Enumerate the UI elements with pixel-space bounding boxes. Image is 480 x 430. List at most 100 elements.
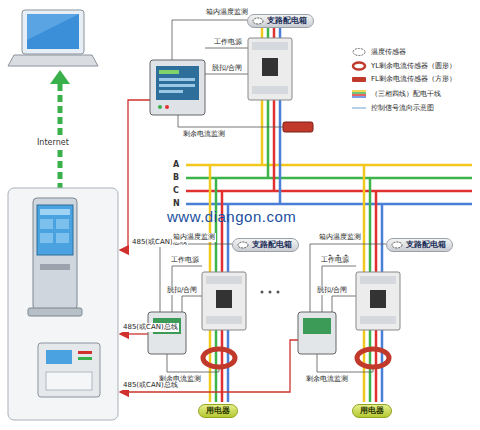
signal-label: 剩余电流监测 [305,375,349,384]
circuit-breaker [248,38,292,100]
distribution-box-label: 支路配电箱 [247,14,314,28]
bus-485-lines [120,100,150,250]
control-lines [172,20,247,60]
host-region [8,188,118,420]
legend-samples [352,92,366,94]
legend-samples [353,63,365,70]
legend-text: YL剩余电流传感器（圆形） [371,62,456,71]
signal-label: 剩余电流监测 [182,130,226,139]
wall-control-panel [78,351,92,354]
kiosk-terminal [37,205,73,255]
wall-control-panel [38,343,100,397]
kiosk-terminal [40,264,70,270]
wall-control-panel [46,372,92,390]
internet-arrow [58,82,63,190]
control-lines [205,48,248,49]
internet-arrow [50,70,70,190]
fl-sensor [283,122,313,132]
phase-label: A [172,160,180,169]
kiosk-terminal [28,308,82,316]
bus-lines [186,165,472,204]
wall-control-panel [46,350,72,364]
signal-label: 脱扣/合闸 [166,286,198,295]
phase-label: C [172,186,180,195]
small-detector [148,312,336,354]
circuit-breaker [206,316,242,324]
fire-monitor-detector [156,66,199,100]
ellipsis-dots [261,291,264,294]
yl-sensor [203,349,389,367]
ellipsis-dots [277,291,280,294]
small-detector [148,312,186,354]
circuit-breaker [262,58,278,76]
fire-monitor-detector [150,60,205,115]
laptop-icon [8,55,98,66]
bus-label: 485(或CAN)总线 [122,381,179,390]
bus-485-lines [120,340,298,392]
yl-sensor [357,349,389,367]
legend-text: （三相四线）配电干线 [371,90,441,99]
circuit-breaker [360,316,396,324]
laptop-icon [22,10,84,54]
bus-485-lines [120,100,298,392]
control-lines [178,115,283,127]
fire-monitor-detector [159,78,195,81]
legend-samples [352,96,366,98]
control-lines [317,354,373,372]
circuit-breaker [370,290,386,308]
fire-monitor-detector [159,90,183,93]
fire-monitor-detector [150,60,205,115]
control-lines [167,354,219,372]
ellipsis-dots [269,291,272,294]
distribution-box-label: 支路配电箱 [386,238,453,252]
laptop-icon [8,10,98,66]
temperature-sensor-icon [253,18,263,24]
phase-label: B [172,173,180,182]
fire-monitor-detector [159,70,179,74]
bus-lines [186,177,472,180]
circuit-breaker [356,272,400,330]
signal-label: 箱内温度监测 [205,8,249,17]
box-text: 用电器 [360,406,384,415]
load-label: 用电器 [198,404,238,418]
kiosk-terminal [40,233,53,243]
legend-samples [352,90,366,92]
signal-label: 箱内温度监测 [318,233,362,242]
load-label: 用电器 [352,404,392,418]
wall-control-panel [78,357,92,360]
small-detector [298,312,336,354]
circuit-breaker [252,42,288,50]
kiosk-terminal [56,233,69,243]
circuit-breaker [252,86,288,94]
legend-samples [352,49,366,109]
laptop-icon [27,14,79,49]
legend-samples [353,49,365,56]
small-detector [303,318,331,334]
laptop-icon [27,14,79,40]
legend-samples [352,108,366,109]
kiosk-terminal [40,219,53,229]
signal-label: 脱扣/合闸 [211,64,243,73]
kiosk-terminal [56,219,69,229]
signal-label: 箱内温度监测 [172,233,216,242]
bus-lines [186,190,472,193]
fire-monitor-detector [159,84,195,87]
wall-control-panel [38,343,100,397]
phase-label: N [172,199,181,208]
fire-monitor-detector [158,105,162,109]
signal-label: 工作电源 [170,256,200,265]
box-text: 支路配电箱 [267,16,307,26]
legend-text: 控制信号流向示意图 [371,104,434,113]
control-lines [205,74,248,75]
bus-lines [186,164,472,167]
host-region [8,188,118,420]
kiosk-terminal [33,198,77,310]
temperature-sensor-icon [238,242,248,248]
circuit-breaker [216,290,232,308]
network-label: Internet [36,138,70,147]
kiosk-terminal [28,198,82,316]
legend-samples [352,77,366,82]
fl-sensor [283,122,313,132]
legend-text: FL剩余电流传感器（方形） [371,75,456,84]
